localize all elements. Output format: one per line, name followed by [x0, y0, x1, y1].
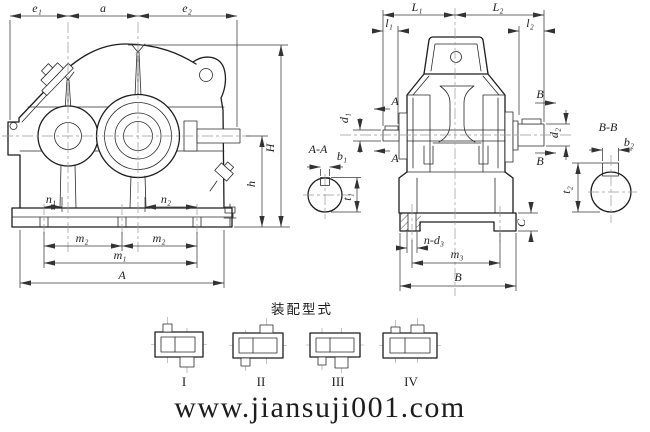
assembly-title: 装配型式 — [271, 302, 333, 317]
input-key — [384, 125, 399, 131]
eye-hole — [450, 51, 462, 63]
dim-label-l1: l₁ — [385, 16, 393, 30]
dim-label-d2: d₂ — [547, 128, 561, 138]
variant-4 — [379, 318, 441, 363]
output-collar — [512, 120, 519, 151]
variant4-input-stub — [390, 326, 401, 334]
dim-label-a: a — [100, 1, 106, 15]
variant2-output-stub — [259, 324, 274, 334]
extension-lines — [9, 10, 619, 291]
dim-label-B-depth: B — [454, 270, 462, 284]
filler-plug — [40, 62, 74, 96]
front-view — [7, 43, 241, 228]
dim-label-C: C — [514, 218, 528, 227]
base-profile — [399, 212, 517, 232]
dim-label-H: H — [263, 142, 277, 153]
upper-walls-inner — [412, 75, 500, 96]
section-mark-a-top: A — [390, 94, 399, 108]
center-column — [432, 85, 482, 144]
housing-outline — [7, 43, 197, 209]
variant-label-4: IV — [404, 374, 418, 389]
section-title-bb: B-B — [599, 120, 618, 134]
bearing-boss-edges — [406, 94, 506, 173]
dim-label-e2: e₂ — [182, 1, 192, 15]
section-mark-b-bottom: B — [536, 154, 544, 168]
input-shaft — [382, 129, 400, 142]
variant-1 — [151, 317, 207, 373]
lower-walls-inner — [416, 177, 496, 214]
dim-label-m1: m₁ — [114, 248, 127, 262]
lower-ribs — [423, 145, 489, 165]
dim-label-m2-right: m₂ — [153, 231, 166, 245]
output-bearing-cap — [504, 111, 514, 163]
variant4-output-stub — [410, 324, 425, 334]
assembly-variants — [151, 317, 441, 373]
variant1-input-stub — [162, 323, 173, 333]
variant-2 — [229, 318, 287, 371]
base-details — [11, 216, 233, 228]
dim-label-L2: L₂ — [492, 0, 504, 14]
dim-label-n1: n₁ — [46, 192, 56, 206]
dim-label-t2: t₂ — [559, 186, 573, 194]
variant-3 — [306, 328, 364, 373]
eye-cap-inner — [430, 43, 482, 72]
dim-label-m3: m₃ — [451, 247, 464, 261]
centerlines — [2, 8, 637, 296]
lower-walls — [398, 171, 514, 214]
drain-plug-leader — [209, 180, 218, 192]
dimensions — [9, 10, 632, 291]
dim-label-m2-left: m₂ — [76, 231, 89, 245]
lug-hole — [199, 68, 213, 82]
variant-label-2: II — [257, 374, 266, 389]
foundation-bolt — [223, 203, 237, 228]
dim-label-b2: b₂ — [624, 135, 634, 149]
lifting-lug — [192, 56, 227, 209]
watermark-text: www.jiansuji001.com — [174, 391, 466, 424]
side-view — [382, 36, 545, 232]
variant3-input-stub — [317, 356, 327, 366]
section-title-aa: A-A — [308, 142, 328, 156]
variant-label-3: III — [332, 374, 345, 389]
foot-hole-edges — [407, 212, 417, 232]
output-key — [521, 118, 542, 125]
section-mark-a-bottom: A — [390, 151, 399, 165]
dim-label-t1: t₁ — [340, 193, 354, 201]
dim-label-L1: L₁ — [411, 0, 423, 14]
ribs — [59, 164, 147, 209]
dim-label-A-width: A — [117, 268, 126, 282]
dim-label-l2: l₂ — [526, 16, 534, 30]
keyway-bb — [602, 162, 619, 177]
upper-walls — [406, 73, 506, 173]
drain-plug — [214, 161, 235, 182]
variant1-output-stub — [179, 356, 195, 368]
dim-label-n-d3: n-d₃ — [424, 233, 444, 247]
split-flange-lines — [398, 129, 514, 142]
variant3-output-stub — [334, 356, 349, 369]
dim-label-e1: e₁ — [32, 1, 42, 15]
variant2-input-stub — [240, 357, 251, 367]
dim-label-d1: d₁ — [337, 113, 351, 123]
labels: e₁ a e₂ n₁ n₂ m₂ m₂ m₁ A h H L₁ L₂ l₁ l₂… — [32, 0, 634, 424]
dim-label-b1: b₁ — [337, 149, 347, 163]
dim-label-n2: n₂ — [161, 192, 171, 206]
eye-cap — [423, 36, 489, 75]
section-mark-b-top: B — [536, 87, 544, 101]
flange-bolt — [9, 122, 18, 130]
dim-label-h: h — [244, 181, 258, 187]
foot-bolt-hole — [408, 213, 416, 231]
input-bearing-cap — [398, 112, 408, 160]
variant-label-1: I — [182, 374, 186, 389]
